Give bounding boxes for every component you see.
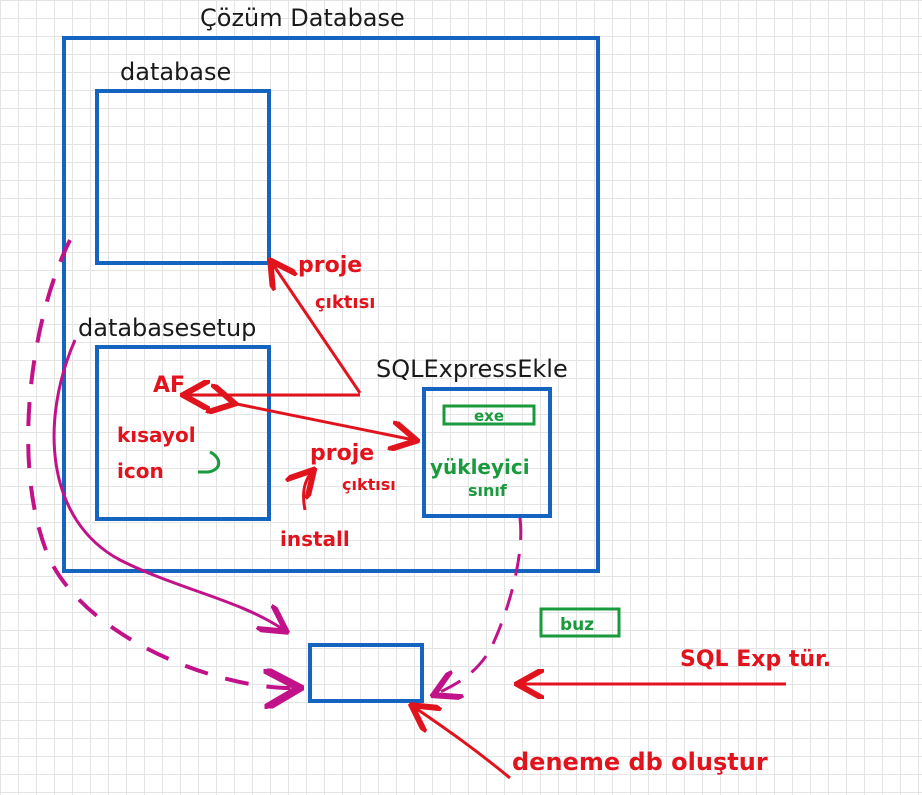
af-double-arrow: [232, 403, 414, 440]
exe-badge: [442, 404, 536, 426]
databasesetup-project-label: databasesetup: [78, 314, 256, 342]
sqlexp-note: SQL Exp tür.: [680, 647, 831, 672]
proje-ciktisi-2-line2: çıktısı: [342, 475, 396, 494]
deneme-db-arrow: [414, 707, 511, 780]
database-project-box: [95, 89, 271, 265]
flow-dashed-left: [26, 239, 296, 688]
flow-dashed-right: [436, 517, 523, 694]
sqlexpressekle-project-label: SQLExpressEkle: [376, 355, 568, 383]
buz-badge: [539, 607, 621, 638]
solution-title: Çözüm Database: [200, 4, 405, 32]
sinif-note: sınıf: [468, 481, 508, 500]
solution-box: [62, 36, 600, 573]
proje-ciktisi-1-line1: proje: [298, 253, 362, 278]
icon-hook: [198, 450, 221, 474]
proje-ciktisi-arrow: [272, 263, 362, 394]
buz-label: buz: [560, 615, 594, 635]
icon-note: icon: [117, 459, 164, 483]
yukleyici-note: yükleyici: [430, 455, 530, 479]
install-arrow: [303, 472, 312, 511]
exe-label: exe: [474, 407, 504, 425]
kisayol-note: kısayol: [117, 423, 196, 447]
deneme-db-box: [308, 643, 424, 703]
database-project-label: database: [120, 58, 231, 86]
flow-solid-left: [52, 339, 284, 630]
sqlexpressekle-project-box: [422, 387, 552, 518]
proje-ciktisi-1-line2: çıktısı: [315, 292, 375, 313]
proje-ciktisi-2-line1: proje: [310, 441, 374, 466]
af-note: AF: [153, 373, 185, 398]
deneme-db-note: deneme db oluştur: [512, 748, 768, 776]
install-note: install: [280, 527, 350, 551]
